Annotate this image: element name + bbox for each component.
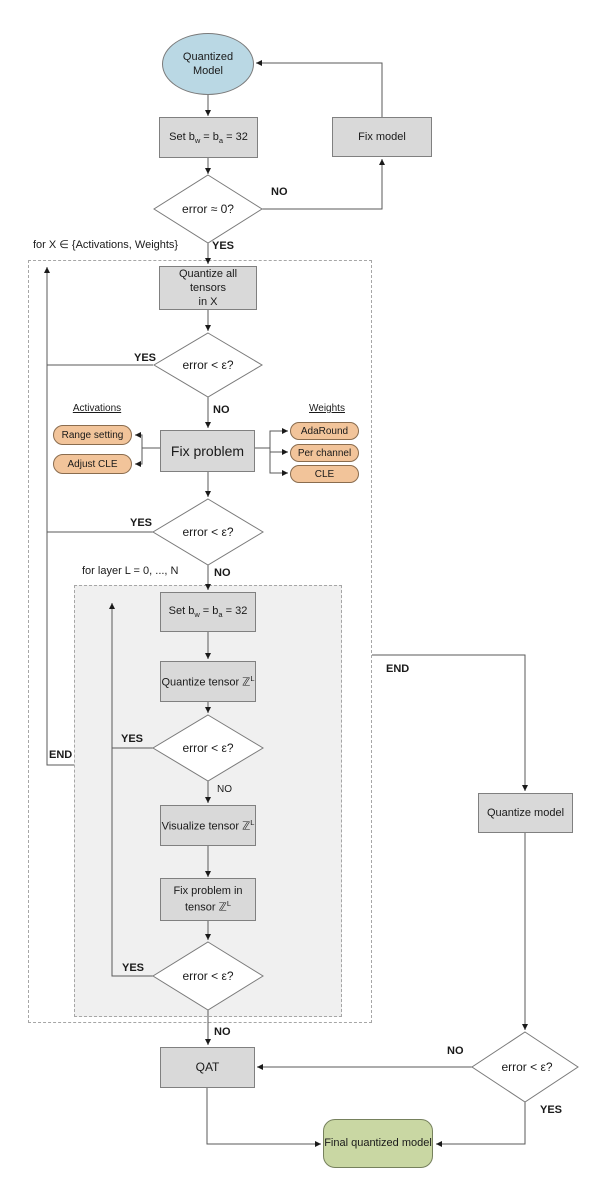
edge-fixmodel-to-start <box>256 60 383 117</box>
pill-adaround-label: AdaRound <box>300 425 349 437</box>
label-yes-d4: YES <box>121 733 144 745</box>
start-node-label: Quantized Model <box>182 50 234 77</box>
fix-problem-node: Fix problem <box>160 430 255 472</box>
label-yes-d6: YES <box>540 1104 563 1116</box>
quantize-tensor-node: Quantize tensor ℤL <box>160 661 256 702</box>
set-bits-pre: Set b <box>169 130 195 143</box>
edge-errorzero-no-to-fixmodel <box>262 159 385 210</box>
pill-per-channel-label: Per channel <box>297 447 352 459</box>
decision-error-eps-1-label: error < ε? <box>182 358 234 372</box>
set-bits-mid: = b <box>199 605 219 618</box>
label-yes-d2: YES <box>134 352 157 364</box>
set-bits-sub-a: a <box>218 135 224 145</box>
pill-per-channel: Per channel <box>290 444 359 462</box>
label-end-inner-loop: END <box>49 749 73 761</box>
edge-qat-to-final <box>206 1088 321 1147</box>
pill-range-setting-label: Range setting <box>61 429 124 441</box>
quantize-tensor-sup: L <box>250 673 255 683</box>
label-no-d3: NO <box>214 567 231 579</box>
fix-problem-label: Fix problem <box>170 442 245 459</box>
pill-adaround: AdaRound <box>290 422 359 440</box>
label-no-d6: NO <box>447 1045 464 1057</box>
label-no-d4: NO <box>217 784 232 795</box>
inner-loop-container <box>74 585 342 1017</box>
outer-loop-container <box>28 260 372 1023</box>
pill-cle: CLE <box>290 465 359 483</box>
visualize-tensor-text: Visualize tensor ℤ <box>161 820 251 833</box>
fix-tensor-problem-node: Fix problem in tensor ℤL <box>160 878 256 921</box>
decision-error-eps-4-label: error < ε? <box>182 969 234 983</box>
decision-error-eps-2-label: error < ε? <box>182 525 234 539</box>
set-bits-post: = 32 <box>223 130 248 143</box>
start-node: Quantized Model <box>162 33 254 95</box>
quantize-model-label: Quantize model <box>486 806 565 819</box>
inner-loop-label: for layer L = 0, ..., N <box>82 565 179 577</box>
outer-loop-label: for X ∈ {Activations, Weights} <box>33 239 179 251</box>
pill-range-setting: Range setting <box>53 425 132 445</box>
label-end-outer-loop: END <box>386 663 410 675</box>
edge-outerloop-end-to-quantizemodel <box>372 654 528 791</box>
activations-header: Activations <box>72 403 122 414</box>
pill-adjust-cle-label: Adjust CLE <box>67 458 118 470</box>
label-yes-d1: YES <box>212 240 235 252</box>
quantize-all-tensors-node: Quantize all tensors in X <box>159 266 257 310</box>
final-quantized-model-label: Final quantized model <box>324 1137 432 1150</box>
visualize-tensor-sup: L <box>250 817 255 827</box>
fix-tensor-line2-text: tensor ℤ <box>184 901 227 914</box>
pill-cle-label: CLE <box>314 468 335 480</box>
qat-label: QAT <box>195 1059 220 1074</box>
set-bitwidth-node: Set bw = ba = 32 <box>159 117 258 158</box>
set-bits-pre: Set b <box>168 605 195 618</box>
fix-tensor-sup: L <box>226 898 231 908</box>
label-yes-d5: YES <box>122 962 145 974</box>
label-yes-d3: YES <box>130 517 153 529</box>
fix-tensor-line1: Fix problem in <box>173 885 243 898</box>
fix-tensor-line2: tensor ℤL <box>173 899 242 915</box>
set-bitwidth-layer-label: Set bw = ba = 32 <box>169 604 248 620</box>
decision-error-eps-3-label: error < ε? <box>182 741 234 755</box>
set-bitwidth-label: Set bw = ba = 32 <box>169 130 248 146</box>
visualize-tensor-label: Visualize tensor ℤL <box>162 818 255 834</box>
set-bitwidth-layer-node: Set bw = ba = 32 <box>160 592 256 632</box>
set-bits-mid: = b <box>200 130 219 143</box>
quantize-model-node: Quantize model <box>478 793 573 833</box>
qat-node: QAT <box>160 1047 255 1088</box>
fix-model-node: Fix model <box>332 117 432 157</box>
fix-model-label: Fix model <box>358 130 406 143</box>
weights-header: Weights <box>309 403 345 414</box>
set-bits-sub-w: w <box>194 610 200 620</box>
pill-adjust-cle: Adjust CLE <box>53 454 132 474</box>
quantize-tensor-label: Quantize tensor ℤL <box>161 674 254 690</box>
decision-error-zero-label: error ≈ 0? <box>182 202 234 216</box>
quantize-all-tensors-label: Quantize all tensors in X <box>178 267 238 309</box>
set-bits-sub-a: a <box>218 610 223 620</box>
final-quantized-model-node: Final quantized model <box>323 1119 433 1168</box>
quantize-tensor-text: Quantize tensor ℤ <box>161 676 251 689</box>
label-no-d5: NO <box>214 1026 231 1038</box>
edge-d6-yes-to-final <box>436 1102 526 1147</box>
label-no-d2: NO <box>213 404 230 416</box>
set-bits-sub-w: w <box>194 135 201 145</box>
visualize-tensor-node: Visualize tensor ℤL <box>160 805 256 846</box>
decision-error-eps-5-label: error < ε? <box>501 1060 553 1074</box>
set-bits-post: = 32 <box>222 605 248 618</box>
label-no-d1: NO <box>271 186 288 198</box>
fix-tensor-problem-label: Fix problem in tensor ℤL <box>173 884 242 914</box>
